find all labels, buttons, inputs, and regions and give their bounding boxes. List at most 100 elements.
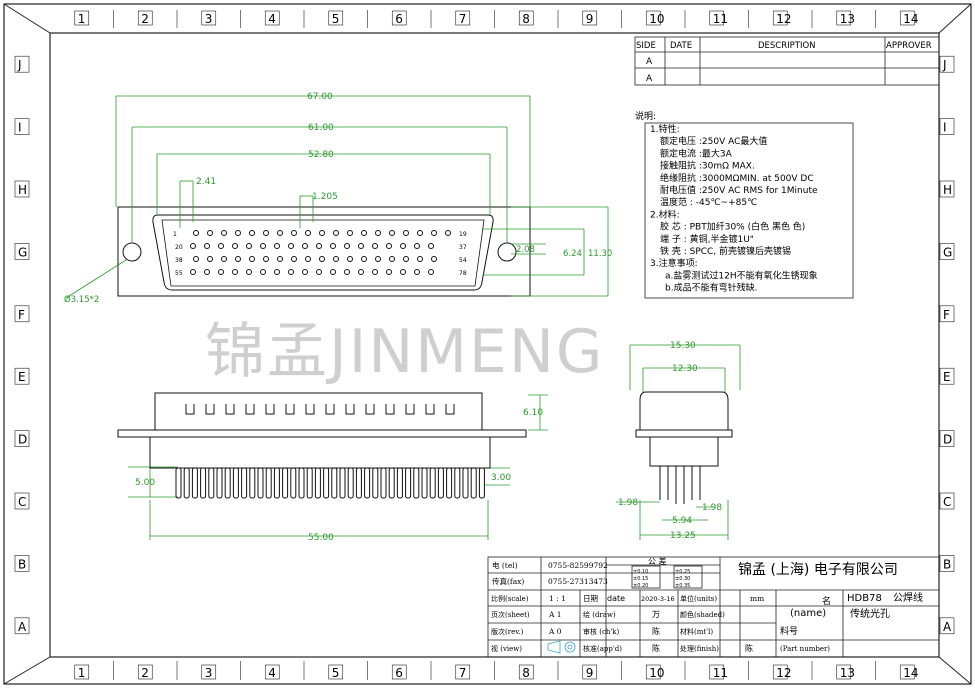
- contact-pin: [372, 269, 378, 275]
- note-line: 铁 壳 : SPCC, 前壳镀镍后壳镀锡: [660, 245, 791, 257]
- contact-pin: [235, 256, 241, 262]
- rev-label: 版次(rev.): [491, 627, 524, 636]
- frame-column-number: 5: [332, 12, 340, 26]
- contact-pin: [361, 256, 367, 262]
- side-pin: [355, 467, 362, 499]
- dim-mount-holes: 61.00: [308, 123, 334, 133]
- scale-value: 1 : 1: [549, 594, 566, 603]
- contact-pin: [291, 230, 297, 236]
- tel-label: 电 (tel): [492, 560, 518, 570]
- contact-pin: [288, 269, 294, 275]
- frame-column-number: 8: [522, 666, 530, 680]
- rev-header-description: DESCRIPTION: [758, 41, 816, 51]
- frame-row-letter: I: [943, 121, 947, 135]
- contact-pin: [319, 230, 325, 236]
- pin-label: 38: [175, 257, 183, 264]
- frame-column-number: 4: [268, 12, 276, 26]
- dim-end-gap: 5.94: [672, 516, 692, 526]
- side-pin: [216, 467, 223, 499]
- contact-pin: [193, 256, 199, 262]
- sheet-label: 页次(sheet): [491, 610, 530, 619]
- contact-pin: [218, 243, 224, 249]
- contact-pin: [333, 230, 339, 236]
- note-line: 2.材料:: [650, 208, 680, 220]
- note-line: 温度范 : -45℃~+85℃: [660, 196, 757, 208]
- dim-end-base: 13.25: [670, 531, 696, 541]
- contact-pin: [431, 230, 437, 236]
- material-label: 材料(mt'l): [680, 627, 713, 636]
- note-line: 胶 芯 : PBT加纤30% (白色 黑色 色): [660, 221, 805, 233]
- contact-pin: [246, 243, 252, 249]
- frame-column-number: 4: [268, 666, 276, 680]
- side-notch: [225, 404, 235, 415]
- side-pin: [446, 467, 453, 499]
- note-line: 额定电压 :250V AC最大值: [660, 135, 767, 147]
- side-pin: [437, 467, 444, 499]
- side-pin: [372, 467, 379, 499]
- contact-pin: [330, 269, 336, 275]
- dim-h1: 2.08: [516, 245, 535, 255]
- contact-pin: [431, 256, 437, 262]
- frame-row-letter: E: [18, 370, 26, 384]
- side-notch: [385, 404, 395, 415]
- frame-row-letter: G: [18, 245, 27, 259]
- side-pin: [306, 467, 313, 499]
- contact-pin: [316, 269, 322, 275]
- frame-row-letter: B: [943, 557, 951, 571]
- frame-column-number: 5: [332, 666, 340, 680]
- date-value: 2020-3-16: [641, 595, 675, 603]
- contact-pin: [291, 256, 297, 262]
- contact-pin: [386, 269, 392, 275]
- contact-pin: [277, 256, 283, 262]
- frame-row-letter: J: [942, 58, 947, 72]
- frame-row-letter: C: [18, 495, 26, 509]
- sheet-value: A 1: [548, 610, 562, 619]
- contact-pin: [232, 269, 238, 275]
- draw-label: 绘 (draw): [583, 610, 616, 619]
- contact-pin: [403, 230, 409, 236]
- notes-box: [644, 122, 854, 299]
- contact-pin: [302, 243, 308, 249]
- part-desc2: 传统光孔: [850, 607, 890, 620]
- pin-label: 19: [459, 231, 467, 238]
- side-notch: [445, 404, 455, 415]
- note-line: b.成品不能有弯针残缺.: [665, 282, 757, 294]
- contact-pin: [305, 230, 311, 236]
- contact-pin: [204, 269, 210, 275]
- side-pin: [208, 467, 215, 499]
- side-notch: [405, 404, 415, 415]
- frame-row-letter: H: [943, 183, 952, 197]
- side-pin: [232, 467, 239, 499]
- side-pin: [454, 467, 461, 499]
- pin-label: 1: [173, 231, 177, 238]
- frame-column-number: 9: [586, 666, 594, 680]
- frame-row-letter: A: [18, 620, 27, 634]
- scale-label: 比例(scale): [491, 594, 529, 603]
- rev-header-approver: APPROVER: [886, 41, 932, 51]
- side-pin: [339, 467, 346, 499]
- title-block: [487, 556, 940, 658]
- dim-overall: 67.00: [307, 92, 333, 102]
- contact-pin: [375, 230, 381, 236]
- frame-column-number: 12: [776, 666, 791, 680]
- contact-pin: [288, 243, 294, 249]
- contact-pin: [302, 269, 308, 275]
- frame-column-number: 13: [840, 12, 855, 26]
- contact-pin: [417, 230, 423, 236]
- end-view: [635, 391, 733, 504]
- date-label: 日期: [583, 594, 598, 603]
- frame-column-number: 10: [649, 12, 664, 26]
- frame-row-letter: D: [943, 433, 952, 447]
- units-value: mm: [750, 594, 764, 603]
- contact-pin: [428, 269, 434, 275]
- side-view: [117, 392, 527, 499]
- drawer: 万: [652, 610, 660, 619]
- contact-pin: [389, 256, 395, 262]
- side-pin: [364, 467, 371, 499]
- dim-end-pin: 1.98: [618, 498, 638, 508]
- contact-pin: [403, 256, 409, 262]
- frame-column-number: 6: [395, 666, 403, 680]
- frame-row-letter: D: [18, 433, 27, 447]
